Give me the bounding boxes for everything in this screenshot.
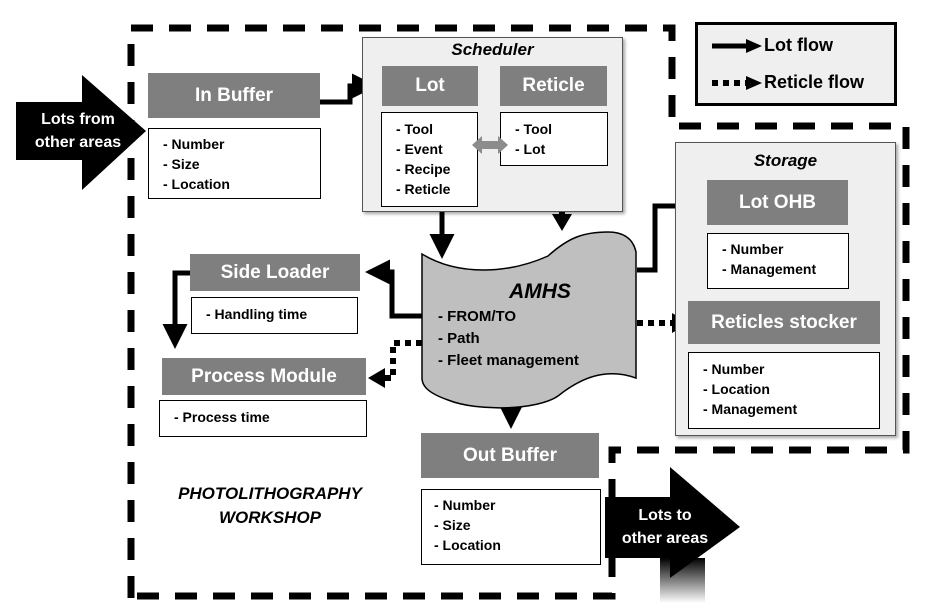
side-loader-item: - Handling time — [206, 306, 308, 322]
legend-reticle-flow: Reticle flow — [708, 72, 864, 93]
out-buffer-title: Out Buffer — [463, 444, 557, 466]
in-buffer-attributes: - Number - Size - Location — [148, 128, 321, 199]
out-buffer-item: - Number — [434, 497, 496, 513]
scheduler-lot-attributes: - Tool - Event - Recipe - Reticle — [381, 112, 478, 207]
reticles-stocker-item: - Management — [703, 401, 798, 417]
incoming-label-line1: Lots from — [41, 111, 115, 128]
process-module-attributes: - Process time — [159, 400, 367, 437]
in-buffer-item: - Size — [163, 156, 200, 172]
lot-ohb-header: Lot OHB — [707, 180, 848, 225]
scheduler-lot-item: - Event — [396, 141, 443, 157]
lot-ohb-title: Lot OHB — [738, 191, 817, 213]
flow-inbuffer-to-lot — [320, 73, 377, 105]
amhs-item: - Path — [438, 330, 480, 347]
amhs-content: AMHS - FROM/TO - Path - Fleet management — [430, 280, 630, 372]
legend-lot-flow: Lot flow — [708, 35, 833, 56]
lot-ohb-attributes: - Number - Management — [707, 233, 849, 289]
incoming-label-line2: other areas — [34, 134, 122, 151]
side-loader-header: Side Loader — [190, 254, 360, 291]
flow-amhs-to-process-head — [368, 368, 385, 388]
workshop-label-line1: PHOTOLITHOGRAPHY — [178, 484, 362, 503]
workshop-label-line2: WORKSHOP — [219, 508, 321, 527]
out-buffer-item: - Location — [434, 537, 501, 553]
reticles-stocker-title: Reticles stocker — [711, 311, 857, 333]
double-arrow-icon — [472, 136, 508, 154]
amhs-item: - FROM/TO — [438, 308, 517, 325]
scheduler-lot-title: Lot — [415, 75, 445, 96]
process-module-header: Process Module — [162, 358, 366, 395]
flow-reticle-to-amhs-head — [552, 214, 572, 231]
outgoing-arrow-label: Lots to other areas — [606, 504, 724, 550]
process-module-title: Process Module — [191, 365, 337, 387]
in-buffer-item: - Number — [163, 136, 225, 152]
outgoing-arrow — [605, 467, 740, 578]
scheduler-lot-item: - Recipe — [396, 161, 451, 177]
flow-amhs-to-sideloader — [365, 259, 422, 319]
scheduler-lot-item: - Tool — [396, 121, 434, 137]
reticles-stocker-item: - Location — [703, 381, 770, 397]
process-module-item: - Process time — [174, 409, 270, 425]
in-buffer-header: In Buffer — [148, 73, 320, 118]
dotted-arrow-icon — [712, 75, 762, 90]
scheduler-lot-header: Lot — [382, 66, 478, 106]
in-buffer-title: In Buffer — [194, 84, 274, 106]
outgoing-label-line2: other areas — [621, 530, 709, 547]
reticles-stocker-item: - Number — [703, 361, 765, 377]
outgoing-label-line1: Lots to — [638, 507, 692, 524]
scheduler-title: Scheduler — [451, 40, 534, 59]
side-loader-attributes: - Handling time — [191, 297, 358, 334]
reticles-stocker-attributes: - Number - Location - Management — [688, 352, 880, 429]
solid-arrow-icon — [712, 38, 762, 53]
legend-lot-flow-label: Lot flow — [764, 35, 833, 55]
out-buffer-header: Out Buffer — [421, 433, 599, 478]
in-buffer-item: - Location — [163, 176, 230, 192]
scheduler-reticle-title: Reticle — [522, 75, 585, 96]
out-buffer-attributes: - Number - Size - Location — [421, 489, 601, 565]
incoming-arrow — [16, 75, 146, 190]
lot-ohb-item: - Management — [722, 261, 817, 277]
flow-amhs-to-lotohb — [637, 193, 701, 273]
storage-title: Storage — [753, 151, 818, 170]
legend-reticle-flow-label: Reticle flow — [764, 72, 865, 92]
reticles-stocker-header: Reticles stocker — [688, 301, 880, 344]
incoming-arrow-label: Lots from other areas — [18, 108, 138, 154]
flow-amhs-to-process — [384, 340, 422, 381]
amhs-shape — [421, 231, 637, 409]
scheduler-reticle-attributes: - Tool - Lot — [500, 112, 608, 166]
legend: Lot flow Reticle flow — [695, 22, 897, 106]
flow-sideloader-to-process — [162, 270, 190, 349]
workshop-label: PHOTOLITHOGRAPHY WORKSHOP — [150, 482, 390, 530]
side-loader-title: Side Loader — [220, 261, 330, 283]
amhs-title: AMHS — [509, 280, 571, 303]
scheduler-lot-item: - Reticle — [396, 181, 451, 197]
lot-ohb-item: - Number — [722, 241, 784, 257]
scheduler-reticle-header: Reticle — [500, 66, 607, 106]
scheduler-reticle-item: - Lot — [515, 141, 546, 157]
scheduler-reticle-item: - Tool — [515, 121, 553, 137]
out-buffer-item: - Size — [434, 517, 471, 533]
amhs-item: - Fleet management — [438, 352, 579, 369]
